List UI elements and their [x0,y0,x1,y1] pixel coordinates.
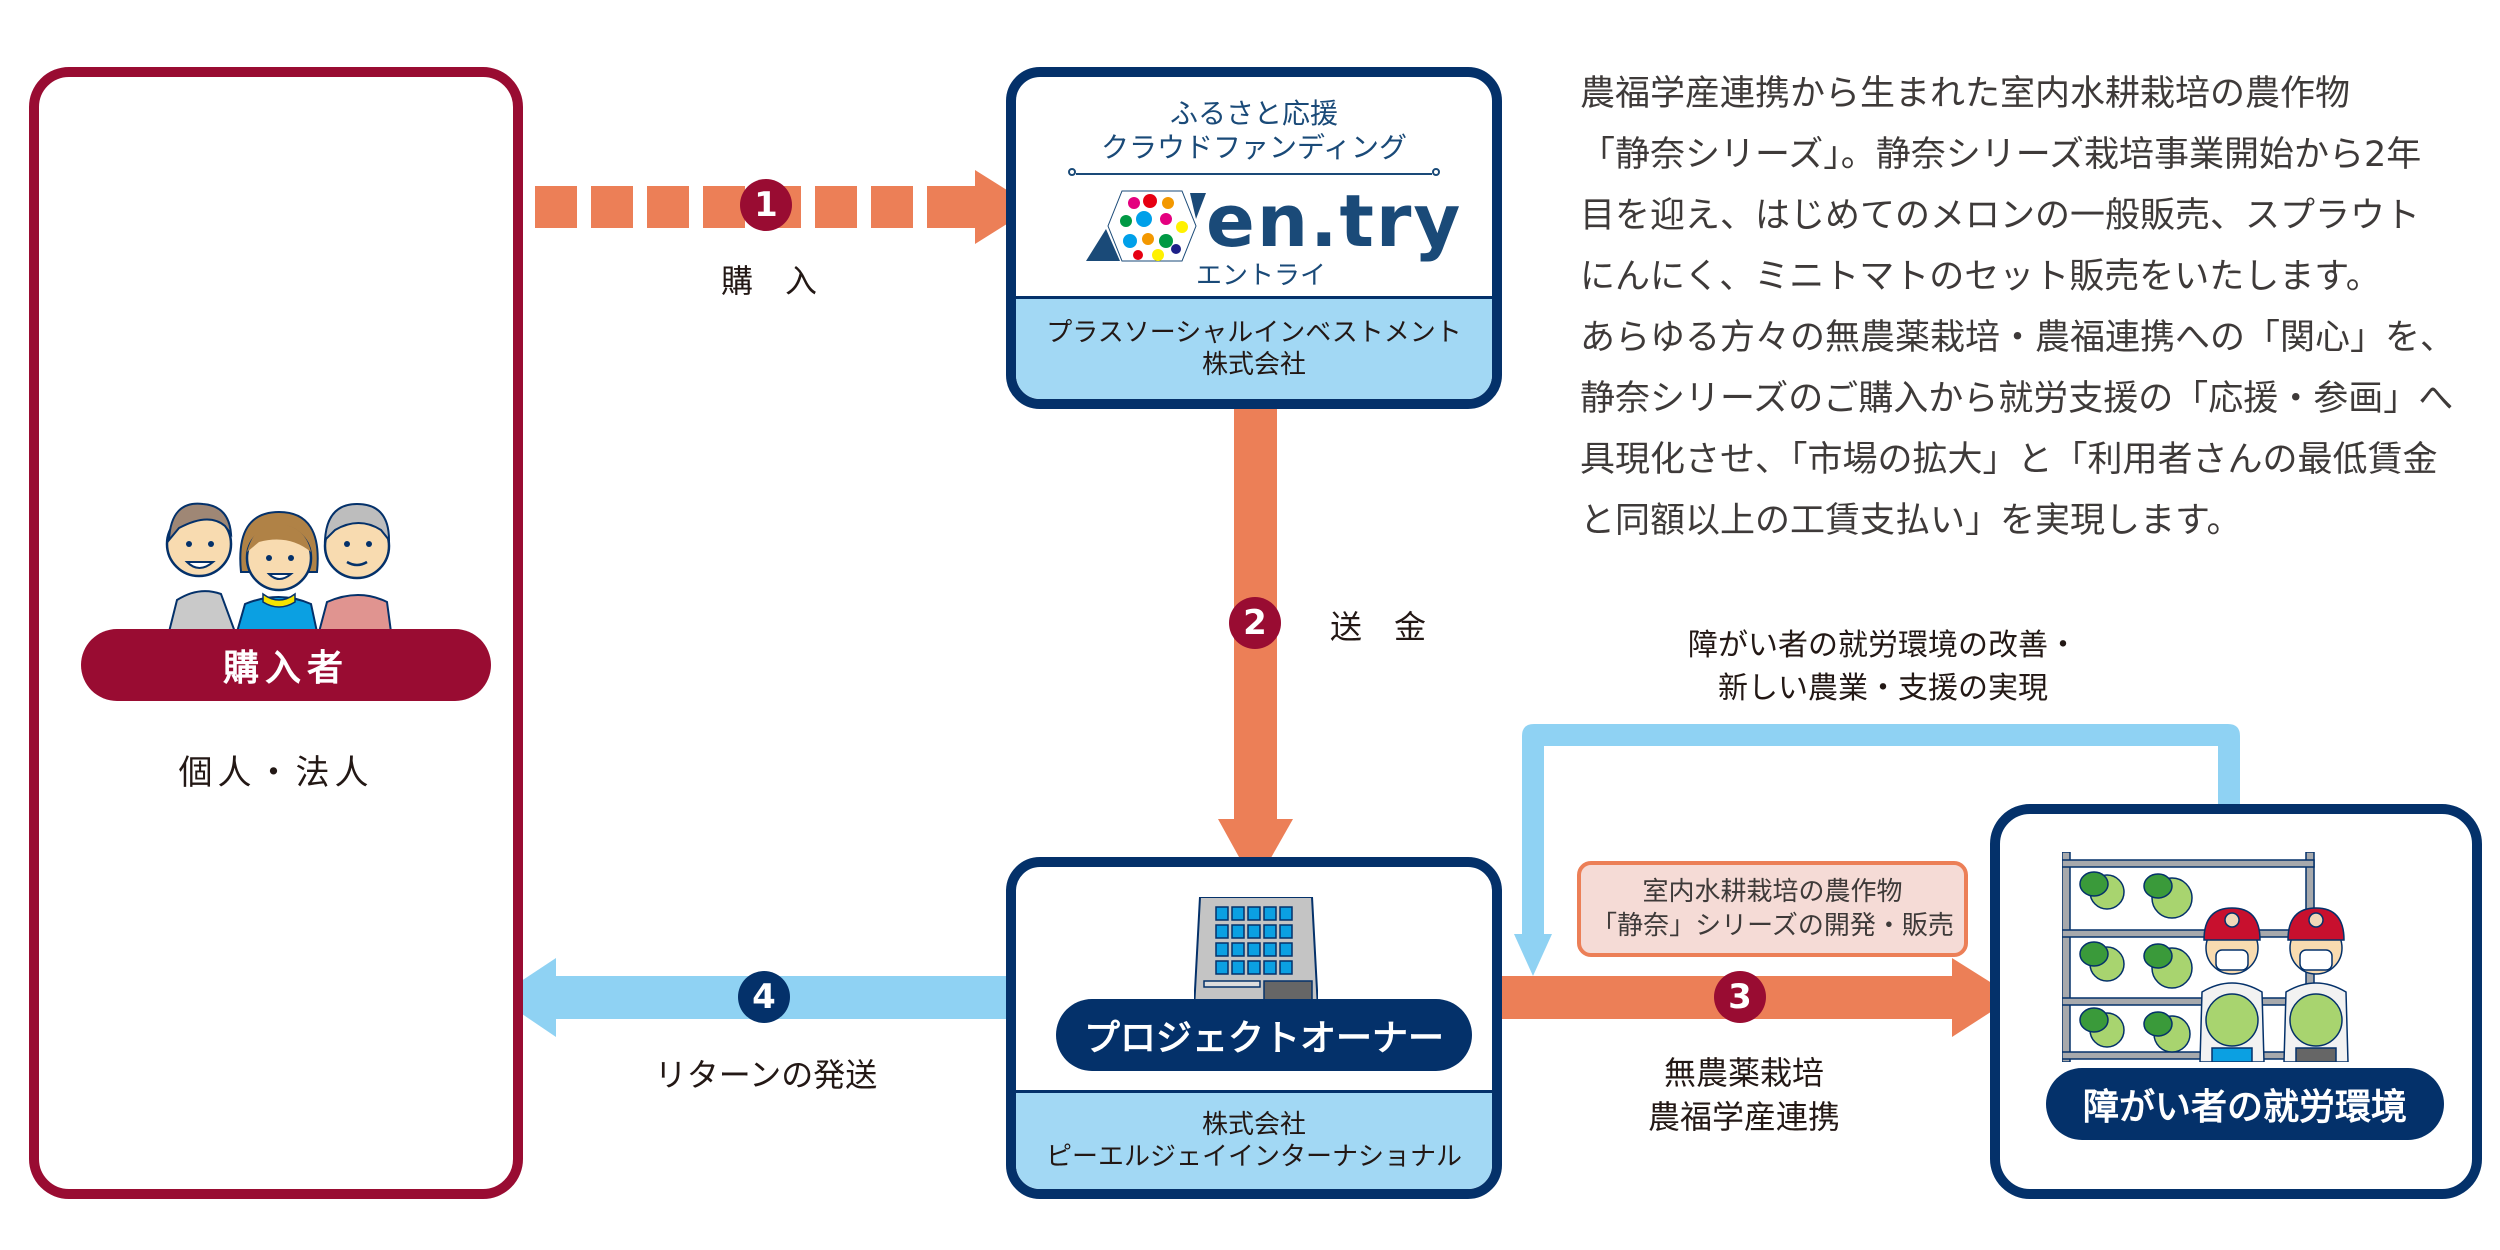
description-line: と同額以上の工賃支払い」を実現します。 [1580,501,2242,541]
entry-company-band: プラスソーシャルインベストメント 株式会社 [1016,296,1492,399]
step-1-badge: 1 [740,179,792,231]
product-line-2: 「静奈」シリーズの開発・販売 [1591,911,1954,941]
entry-tagline-1: ふるさと応援 [1169,97,1338,130]
description-line: 「静奈シリーズ」。静奈シリーズ栽培事業開始から2年 [1580,135,2422,175]
entry-logo-kana: エントライ [1196,261,1327,291]
owner-company-line-2: ピーエルジェイインターナショナル [1045,1142,1462,1172]
employment-environment-title-badge: 障がい者の就労環境 [2046,1068,2444,1140]
step-4-label: リターンの発送 [654,1056,878,1094]
melon-farm-workers-icon [2062,852,2349,1062]
tagline-divider [1076,173,1432,175]
step-4-badge: 4 [738,971,790,1023]
divider-dot-left [1068,168,1076,176]
owner-company-band: 株式会社 ピーエルジェイインターナショナル [1016,1090,1492,1189]
entry-tagline-2: クラウドファンディング [1100,131,1408,164]
description-line: 具現化させ、「市場の拡大」と「利用者さんの最低賃金 [1580,440,2438,480]
office-building-icon [1194,897,1318,1009]
owner-company-line-1: 株式会社 [1201,1110,1306,1140]
product-development-box: 室内水耕栽培の農作物 「静奈」シリーズの開発・販売 [1577,861,1968,957]
improvement-loop-label: 障がい者の就労環境の改善・ 新しい農業・支援の実現 [1688,624,2078,710]
description-line: 目を迎え、はじめてのメロンの一般販売、スプラウト [1580,196,2421,236]
buyer-panel: 購入者 個人・法人 [29,67,523,1199]
description-line: あらゆる方々の無農薬栽培・農福連携への「関心」を、 [1580,318,2456,358]
buyer-title-badge: 購入者 [81,629,491,701]
employment-environment-panel: 障がい者の就労環境 [1990,804,2482,1199]
project-owner-panel: プロジェクトオーナー 株式会社 ピーエルジェイインターナショナル [1006,857,1502,1199]
step-3-label-line-2: 農福学産連携 [1647,1098,1841,1136]
description-line: 農福学産連携から生まれた室内水耕栽培の農作物 [1580,74,2351,114]
project-owner-title-badge: プロジェクトオーナー [1056,999,1472,1071]
step-2-badge: 2 [1229,597,1281,649]
entry-logo-mark-icon [1086,190,1206,262]
description-line: 静奈シリーズのご購入から就労支援の「応援・参画」へ [1580,379,2454,419]
people-group-icon [165,502,393,632]
entry-company-line-2: 株式会社 [1201,350,1306,380]
product-line-1: 室内水耕栽培の農作物 [1642,877,1903,907]
description-line: にんにく、ミニトマトのセット販売をいたします。 [1580,257,2381,297]
entry-logo-text: en.try [1206,179,1463,263]
loop-label-line-1: 障がい者の就労環境の改善・ [1688,628,2078,663]
step-3-label: 無農薬栽培 農福学産連携 [1648,1051,1840,1139]
buyer-subtitle: 個人・法人 [178,753,374,793]
project-description: 農福学産連携から生まれた室内水耕栽培の農作物 「静奈シリーズ」。静奈シリーズ栽培… [1580,64,2460,552]
divider-dot-right [1432,168,1440,176]
step-2-label: 送 金 [1329,608,1427,646]
arrow-improvement-loop [1514,724,2240,976]
step-1-label: 購 入 [720,262,818,300]
entry-crowdfunding-panel: ふるさと応援 クラウドファンディング en.try エントライ プラスソーシャル… [1006,67,1502,409]
entry-company-line-1: プラスソーシャルインベストメント [1046,318,1462,348]
step-3-badge: 3 [1714,971,1766,1023]
step-3-label-line-1: 無農薬栽培 [1663,1054,1825,1092]
loop-label-line-2: 新しい農業・支援の実現 [1718,671,2048,706]
